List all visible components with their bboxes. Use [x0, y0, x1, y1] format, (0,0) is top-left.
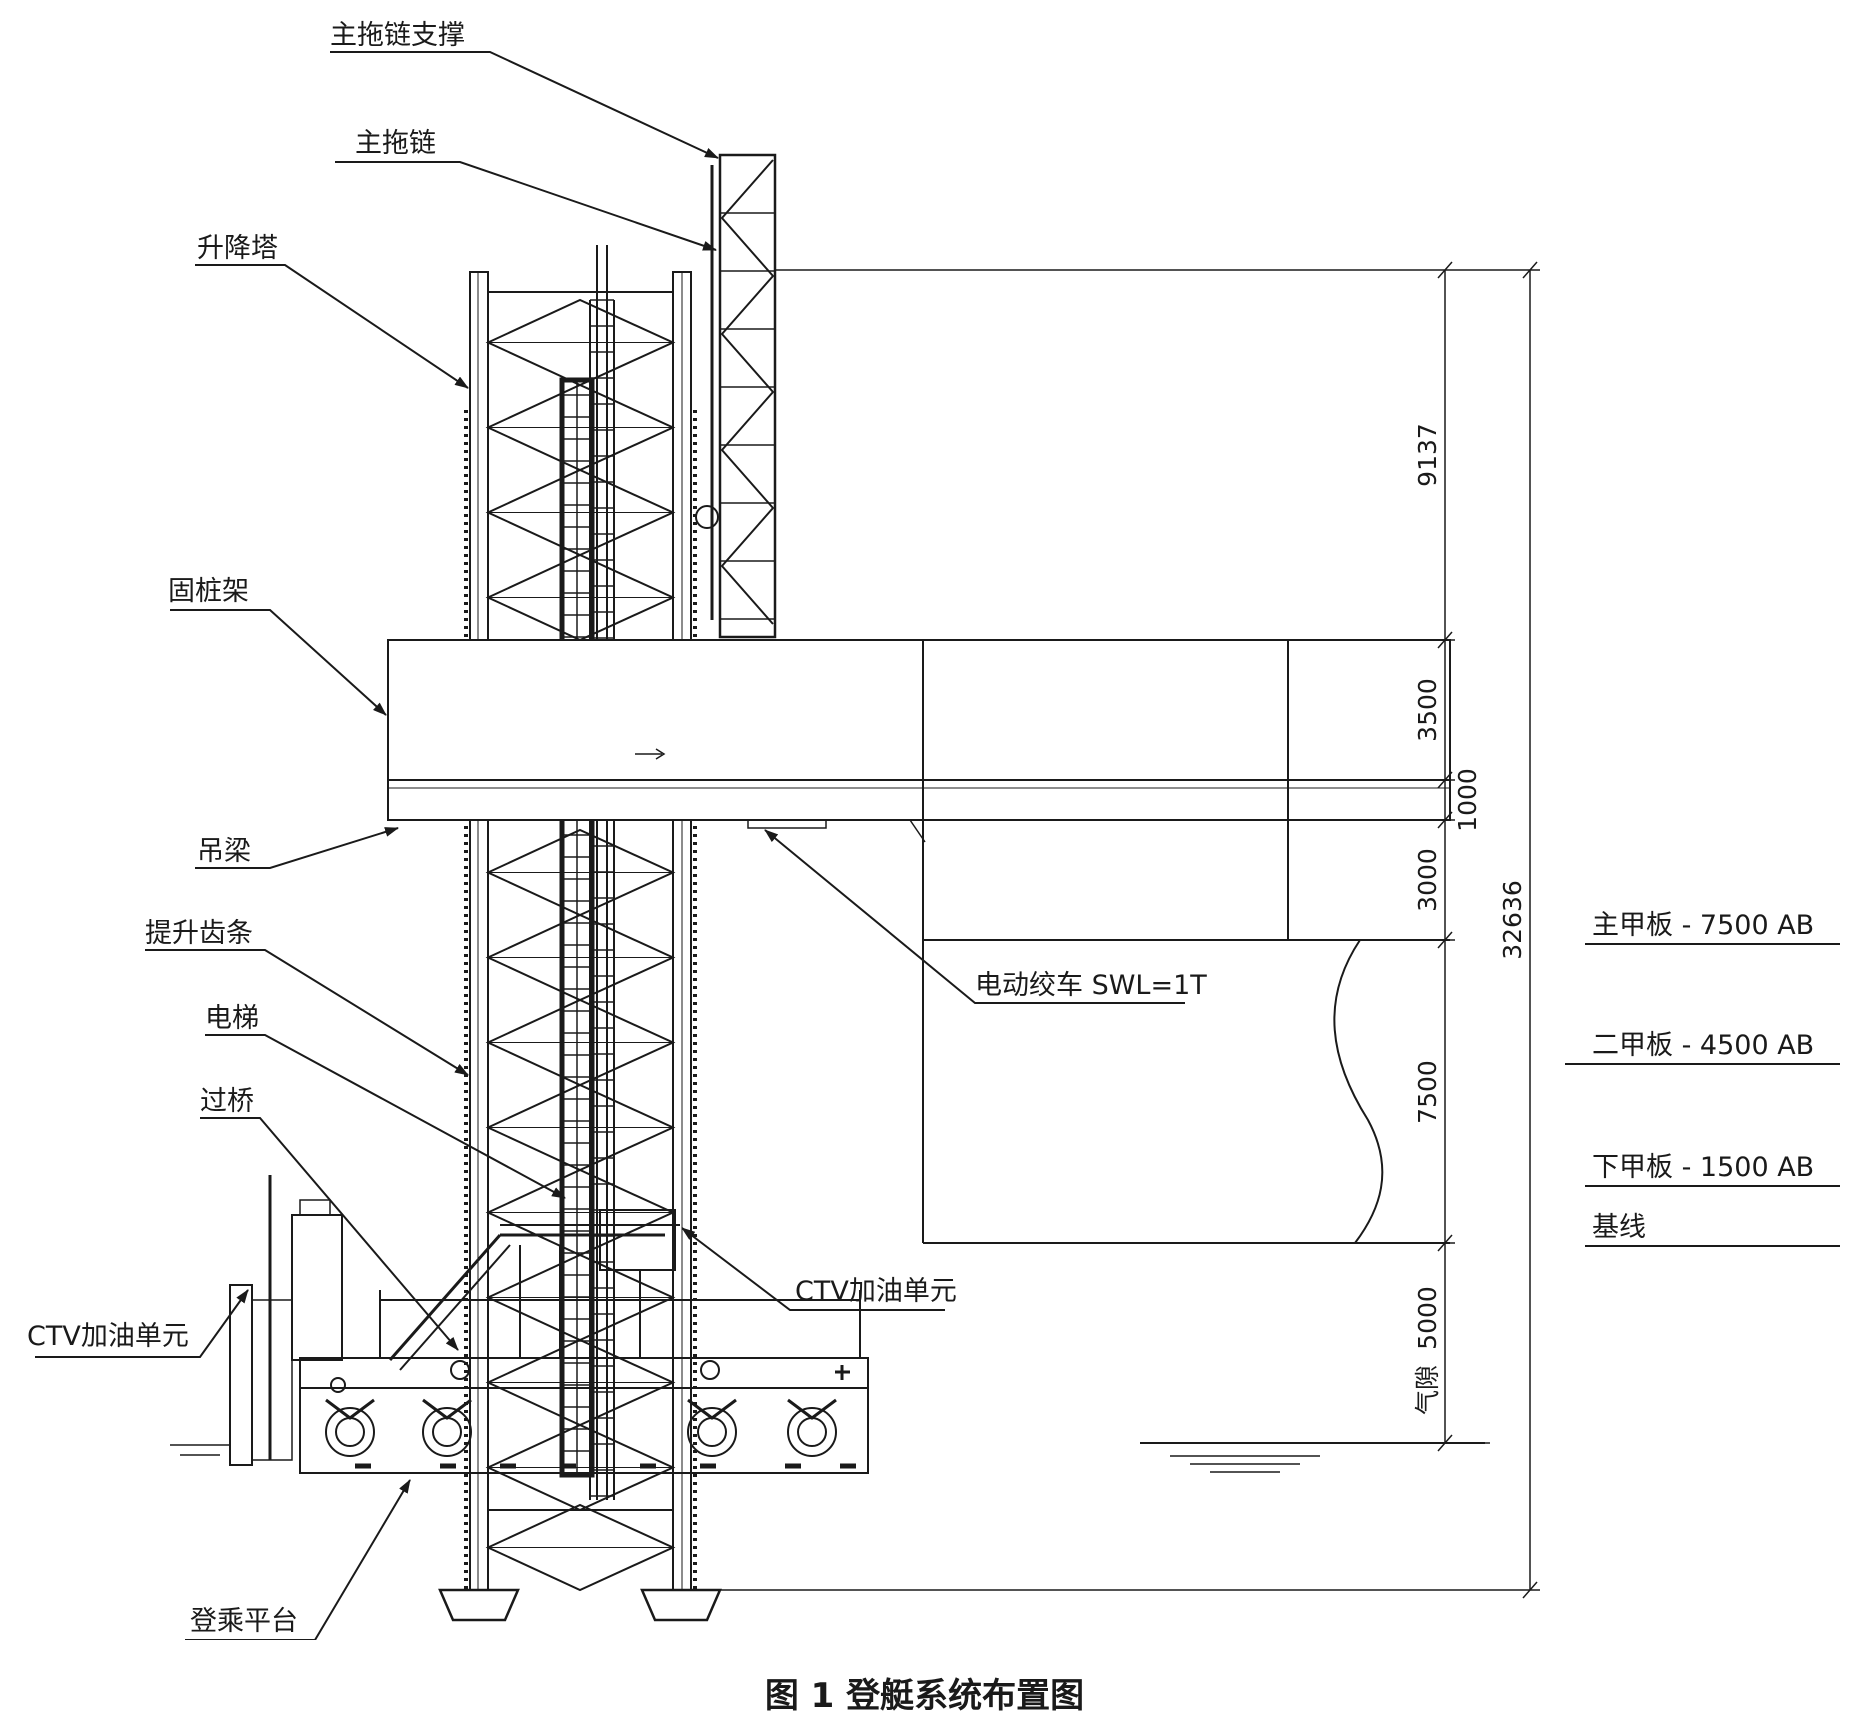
level-second-deck: 二甲板 - 4500 AB — [1592, 1030, 1814, 1061]
label-ctv-refuel-left: CTV加油单元 — [27, 1321, 189, 1352]
vessel-hull — [922, 939, 1485, 1473]
dim-1000: 1000 — [1453, 768, 1482, 832]
pile-frame — [387, 639, 1451, 940]
dim-air-gap: 气隙 — [1413, 1365, 1442, 1415]
label-elevator: 电梯 — [205, 1003, 259, 1034]
level-lines — [1565, 943, 1840, 1247]
elevator-shaft — [559, 245, 615, 1500]
label-pile-frame: 固桩架 — [168, 576, 249, 607]
level-lower-deck: 下甲板 - 1500 AB — [1592, 1152, 1814, 1183]
boarding-system-drawing: 主拖链支撑 主拖链 升降塔 固桩架 吊梁 提升齿条 电梯 过桥 CTV加油单元 … — [27, 20, 1840, 1640]
label-hoist-beam: 吊梁 — [197, 836, 251, 867]
label-lifting-rack: 提升齿条 — [145, 918, 253, 949]
drag-chain-support — [695, 153, 777, 639]
dim-total-32636: 32636 — [1498, 880, 1527, 960]
label-lifting-tower: 升降塔 — [197, 233, 278, 264]
leader-lines — [35, 51, 1185, 1640]
lifting-tower — [438, 271, 722, 1622]
figure-caption: 图 1 登艇系统布置图 — [764, 1676, 1085, 1716]
dim-3500: 3500 — [1413, 678, 1442, 742]
dim-7500: 7500 — [1413, 1060, 1442, 1124]
dimension-lines — [700, 261, 1540, 1599]
label-drag-chain-support: 主拖链支撑 — [330, 20, 465, 51]
label-electric-winch: 电动绞车 SWL=1T — [975, 970, 1207, 1001]
boarding-platform — [170, 1175, 869, 1474]
dim-3000: 3000 — [1413, 848, 1442, 912]
label-drag-chain: 主拖链 — [355, 128, 436, 159]
label-gangway: 过桥 — [200, 1086, 254, 1117]
dim-9137: 9137 — [1413, 423, 1442, 487]
label-ctv-refuel-right: CTV加油单元 — [795, 1276, 957, 1307]
level-baseline: 基线 — [1592, 1212, 1646, 1243]
level-main-deck: 主甲板 - 7500 AB — [1592, 910, 1814, 941]
label-boarding-platform: 登乘平台 — [190, 1606, 298, 1637]
dim-5000: 5000 — [1413, 1286, 1442, 1350]
